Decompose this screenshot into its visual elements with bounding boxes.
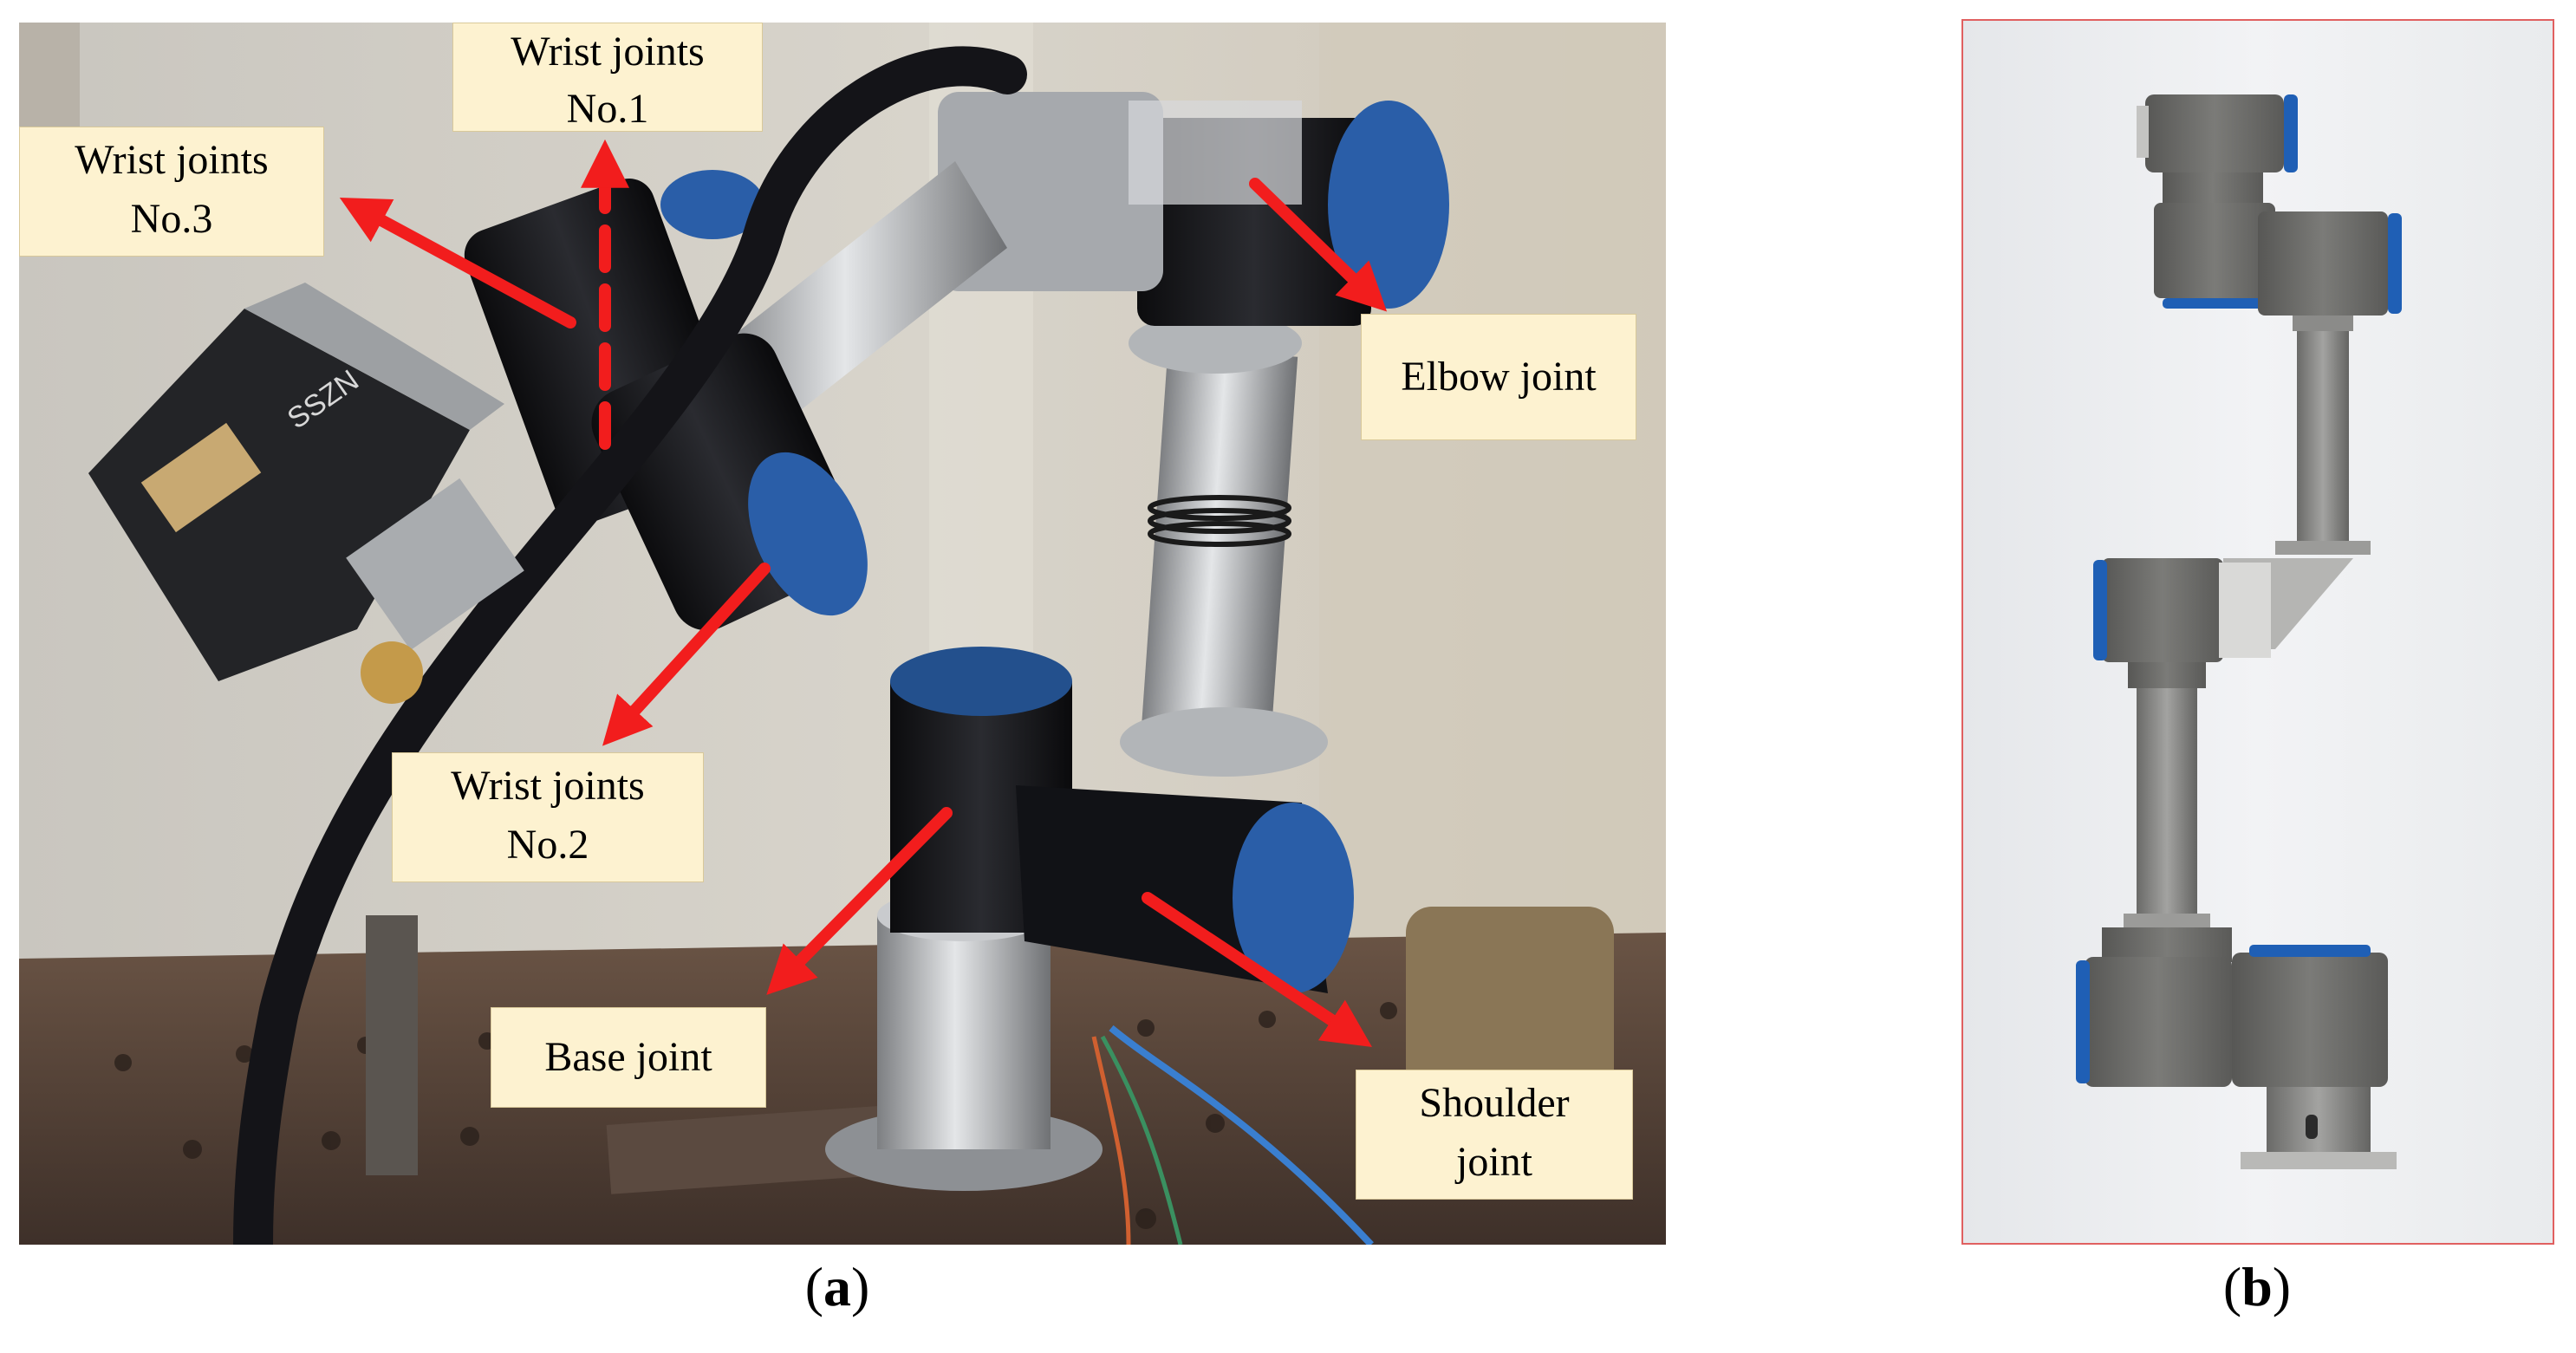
arrow-elbow: [1249, 178, 1388, 312]
label-shoulder-line1: Shoulder: [1419, 1080, 1570, 1126]
label-wrist-joint-1: Wrist joints No.1: [452, 23, 763, 132]
label-wrist-joint-3: Wrist joints No.3: [19, 127, 324, 257]
robot-photo-panel: SSZN Wrist joints No.1 Wrist joints No.3: [19, 23, 1666, 1245]
robot-cad-panel: [1961, 19, 2554, 1245]
arrow-base: [766, 807, 953, 995]
label-shoulder-line2: joint: [1455, 1139, 1532, 1185]
robot-cad-illustration: [1963, 21, 2553, 1243]
annotation-arrows: [339, 139, 1388, 1047]
arrow-wrist2: [602, 563, 771, 746]
caption-a-letter: a: [823, 1256, 851, 1317]
label-wrist3-line1: Wrist joints: [75, 137, 269, 183]
caption-a-open: (: [804, 1256, 823, 1317]
caption-b-close: ): [2272, 1256, 2292, 1317]
label-elbow-joint: Elbow joint: [1361, 314, 1636, 440]
label-wrist1-line1: Wrist joints: [511, 29, 705, 75]
label-wrist1-line2: No.1: [566, 86, 649, 132]
label-elbow-line1: Elbow joint: [1401, 354, 1597, 400]
caption-a: (a): [751, 1255, 924, 1319]
label-wrist-joint-2: Wrist joints No.2: [392, 752, 704, 882]
label-base-joint: Base joint: [491, 1007, 766, 1108]
label-shoulder-joint: Shoulder joint: [1356, 1070, 1633, 1200]
caption-b-letter: b: [2241, 1256, 2273, 1317]
caption-a-close: ): [851, 1256, 870, 1317]
arrow-wrist3: [339, 198, 576, 328]
caption-b-open: (: [2222, 1256, 2242, 1317]
label-wrist2-line1: Wrist joints: [451, 763, 645, 809]
label-base-line1: Base joint: [544, 1034, 712, 1080]
arrow-shoulder: [1142, 892, 1372, 1047]
robot-photo-illustration: SSZN: [19, 23, 1666, 1245]
caption-b: (b): [2170, 1255, 2344, 1319]
label-wrist2-line2: No.2: [506, 822, 589, 868]
label-wrist3-line2: No.3: [130, 196, 213, 242]
